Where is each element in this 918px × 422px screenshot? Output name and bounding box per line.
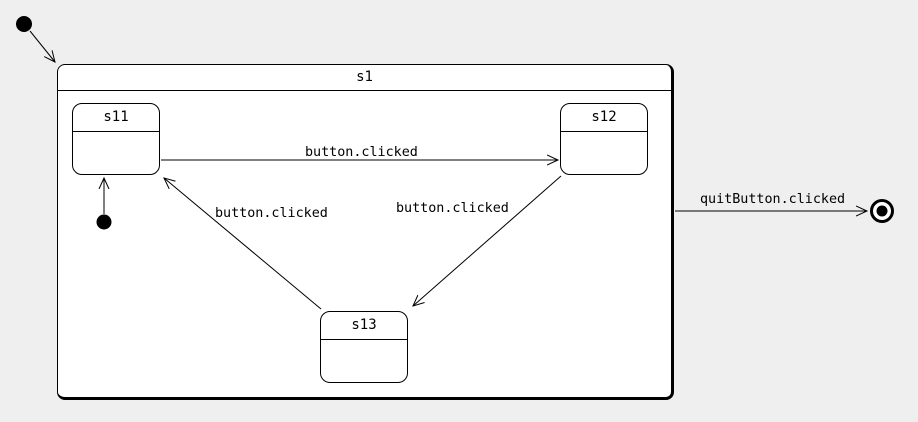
transition-s13-s11-label: button.clicked xyxy=(215,206,328,221)
final-state-inner-dot xyxy=(876,205,888,217)
state-s1-title: s1 xyxy=(58,65,671,91)
initial-state-dot xyxy=(16,16,32,32)
transition-initial-to-s1-line xyxy=(29,30,55,62)
state-s11-title: s11 xyxy=(73,104,159,132)
final-state-outer-ring xyxy=(870,199,894,223)
transition-s11-s12-label: button.clicked xyxy=(305,145,418,160)
state-s13: s13 xyxy=(320,311,408,383)
state-s13-title: s13 xyxy=(321,312,407,340)
transition-s1-final-label: quitButton.clicked xyxy=(700,192,846,207)
transition-s12-s13-label: button.clicked xyxy=(396,201,509,216)
state-s11: s11 xyxy=(72,103,160,175)
state-s12-title: s12 xyxy=(561,104,647,132)
state-s12: s12 xyxy=(560,103,648,175)
